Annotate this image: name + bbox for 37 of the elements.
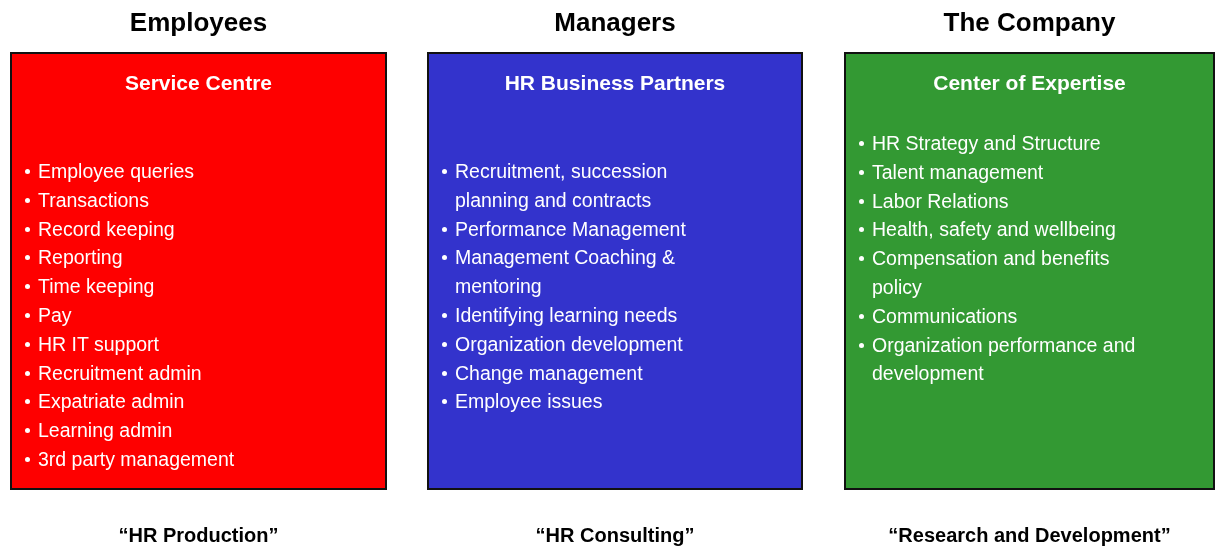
bullet-item: HR Strategy and Structure — [872, 131, 1102, 156]
partners-panel — [427, 52, 803, 490]
bullet-item: Change management — [455, 360, 644, 386]
column-heading: Employees — [128, 6, 269, 38]
bullet-item: Management Coaching & mentoring — [455, 245, 677, 300]
bullet-item: Recruitment admin — [38, 360, 203, 386]
bullet-item: Health, safety and wellbeing — [872, 217, 1117, 243]
panel-title: Center of Expertise — [932, 70, 1127, 96]
column-heading: Managers — [553, 6, 677, 38]
bullet-item: Pay — [38, 303, 73, 328]
column-heading: The Company — [942, 6, 1117, 38]
bullet-item: Expatriate admin — [38, 389, 186, 415]
bullet-item: Identifying learning needs — [455, 303, 679, 328]
column-caption: “Research and Development” — [887, 523, 1172, 548]
bullet-item: Organization performance and development — [872, 332, 1137, 387]
bullet-item: Record keeping — [38, 216, 176, 242]
bullet-item: Transactions — [38, 187, 150, 213]
bullet-item: Reporting — [38, 245, 124, 271]
bullet-item: Performance Management — [455, 216, 687, 242]
column-caption: “HR Production” — [117, 523, 280, 548]
service-panel — [10, 52, 387, 490]
bullet-item: Communications — [872, 303, 1019, 329]
expertise-panel — [844, 52, 1215, 490]
bullet-item: Time keeping — [38, 274, 156, 300]
bullet-item: Recruitment, succession planning and contracts — [455, 159, 669, 213]
bullet-item: Compensation and benefits policy — [872, 246, 1111, 300]
bullet-item: Employee queries — [38, 159, 196, 184]
bullet-item: 3rd party management — [38, 446, 236, 472]
bullet-item: Learning admin — [38, 418, 174, 444]
bullet-item: Employee issues — [455, 389, 604, 415]
panel-title: Service Centre — [123, 70, 274, 96]
bullet-item: Organization development — [455, 331, 684, 357]
bullet-item: HR IT support — [38, 331, 161, 357]
bullet-item: Talent management — [872, 159, 1045, 185]
panel-title: HR Business Partners — [503, 70, 727, 96]
bullet-item: Labor Relations — [872, 188, 1010, 214]
column-caption: “HR Consulting” — [534, 523, 696, 548]
